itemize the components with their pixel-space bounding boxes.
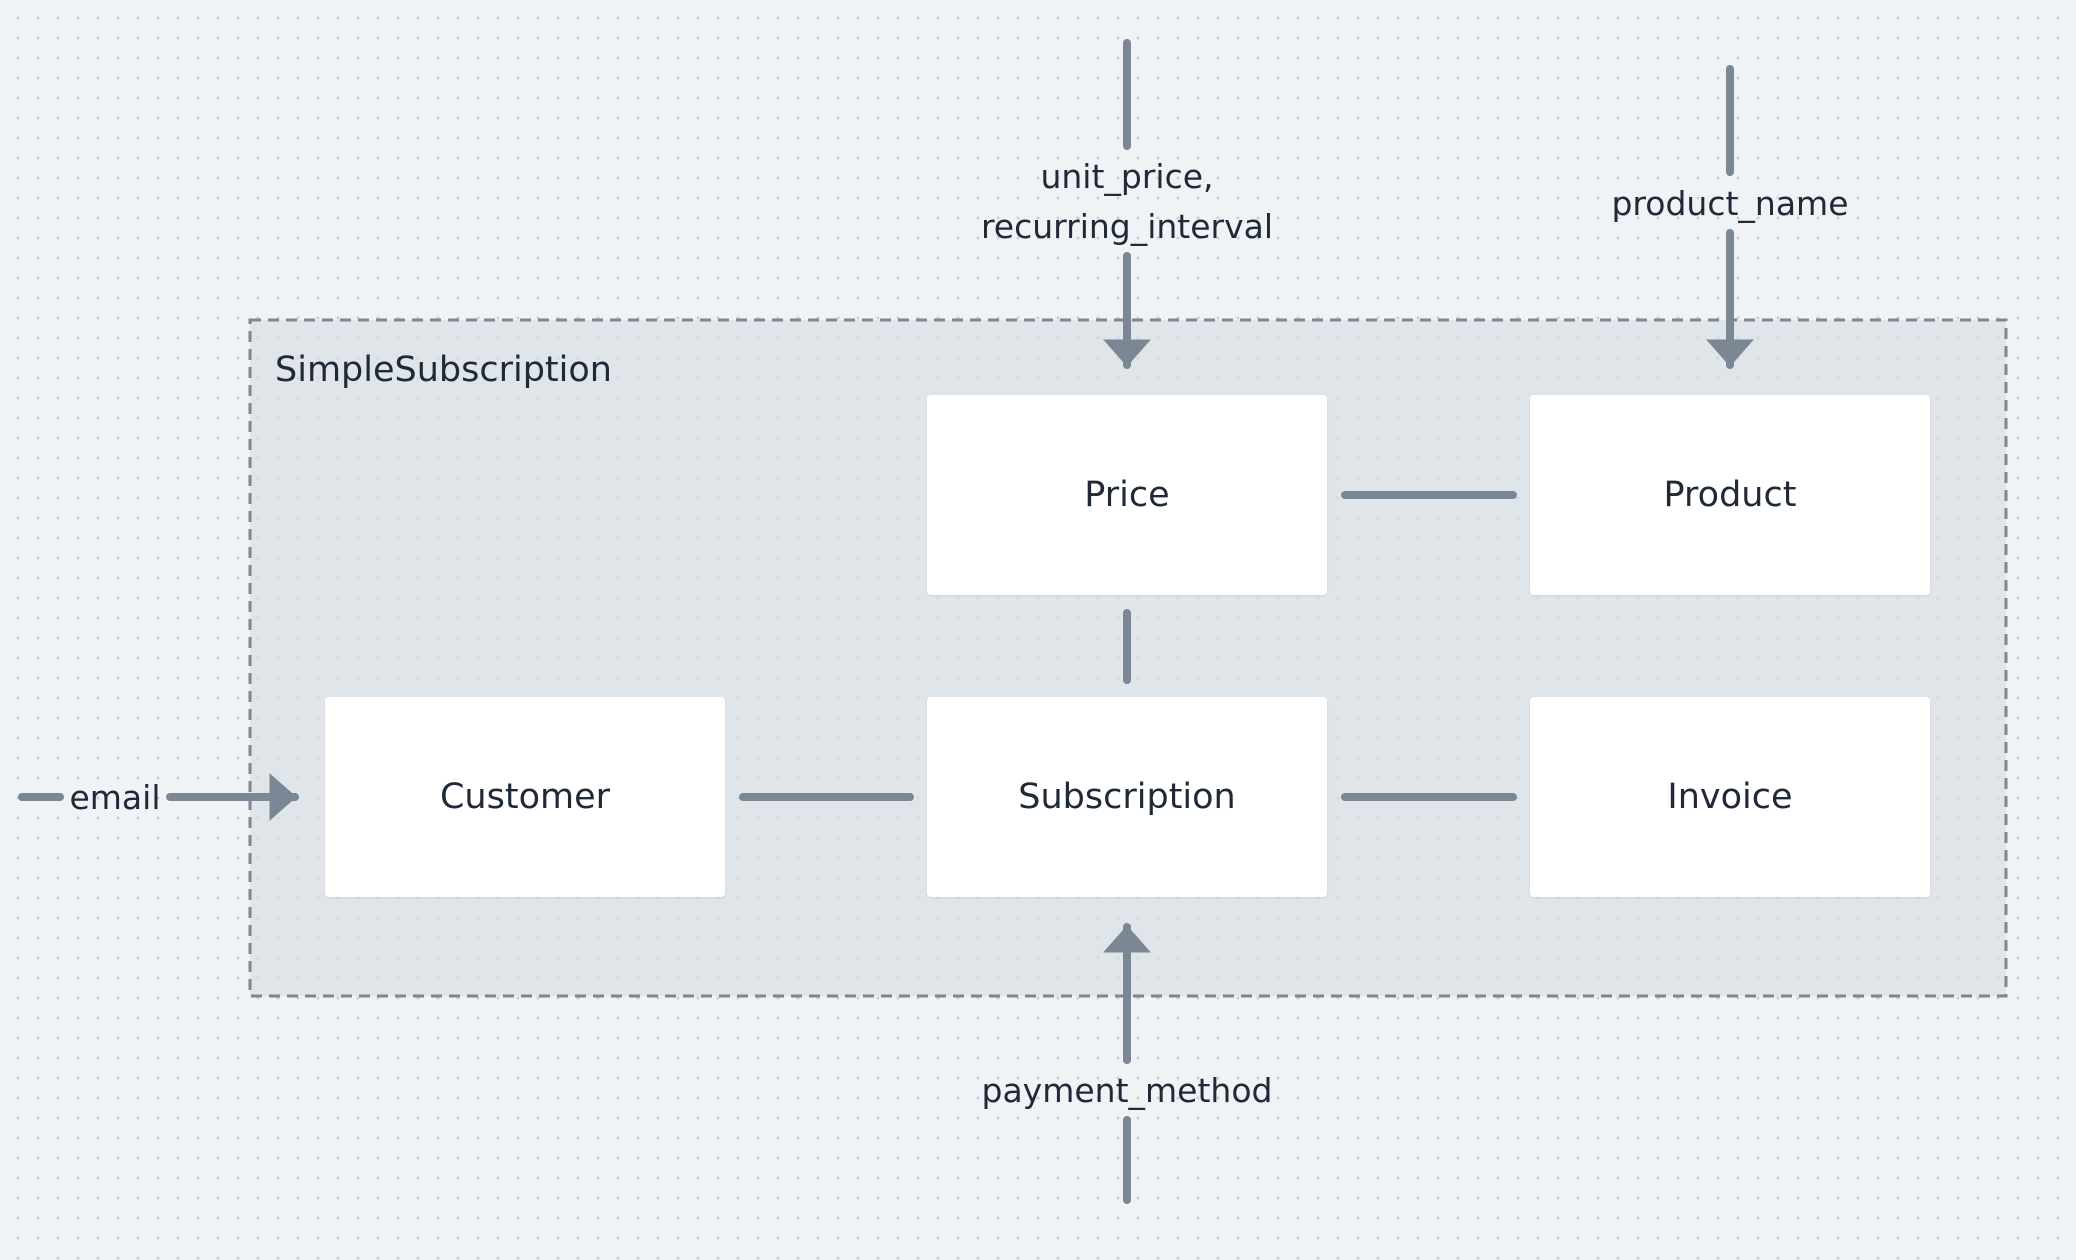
entity-customer-label: Customer — [439, 777, 610, 817]
entity-price-label: Price — [1084, 475, 1170, 515]
group-border — [248, 318, 2008, 998]
entity-product-label: Product — [1663, 475, 1797, 515]
entity-customer[interactable]: Customer — [325, 697, 725, 897]
entity-subscription[interactable]: Subscription — [927, 697, 1327, 897]
input-label-recurring-interval: recurring_interval — [980, 207, 1274, 246]
input-label-unit-price: unit_price, — [1040, 157, 1214, 196]
entity-product[interactable]: Product — [1530, 395, 1930, 595]
entity-subscription-label: Subscription — [1018, 777, 1236, 817]
entity-invoice-label: Invoice — [1667, 777, 1793, 817]
input-label-email: email — [69, 778, 161, 817]
input-label-payment-method: payment_method — [981, 1071, 1273, 1110]
entity-price[interactable]: Price — [927, 395, 1327, 595]
entity-invoice[interactable]: Invoice — [1530, 697, 1930, 897]
input-label-product-name: product_name — [1611, 184, 1849, 223]
group-title: SimpleSubscription — [275, 350, 612, 390]
